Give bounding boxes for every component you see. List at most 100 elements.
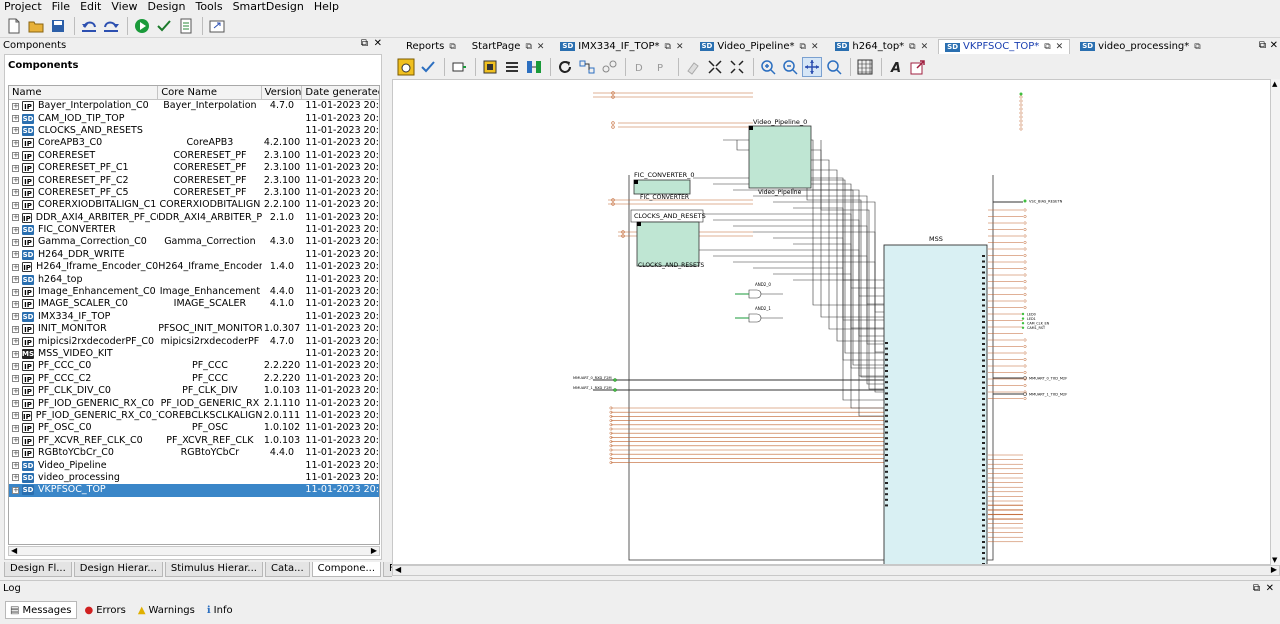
float-tab-icon[interactable]: ⧉ <box>799 41 806 52</box>
close-panel-icon[interactable]: ✕ <box>1265 583 1274 594</box>
pin-d-button[interactable]: D <box>630 57 650 77</box>
expand-icon[interactable]: + <box>12 448 19 457</box>
menu-file[interactable]: File <box>51 0 71 13</box>
expand-icon[interactable]: + <box>12 485 19 494</box>
expand-icon[interactable]: + <box>12 126 19 135</box>
open-folder-button[interactable] <box>26 16 46 36</box>
pin-p-button[interactable]: P <box>652 57 672 77</box>
undo-button[interactable] <box>79 16 99 36</box>
zoom-area-button[interactable] <box>824 57 844 77</box>
float-tab-icon[interactable]: ⧉ <box>909 41 916 52</box>
expand-icon[interactable]: + <box>12 473 19 482</box>
expand-icon[interactable]: + <box>12 250 19 259</box>
column-header-name[interactable]: Name <box>9 86 159 99</box>
expand-icon[interactable]: + <box>12 101 19 110</box>
float-tab-icon[interactable]: ⧉ <box>1044 42 1051 52</box>
panel-tab[interactable]: Design Fl... <box>4 562 72 577</box>
run-button[interactable] <box>132 16 152 36</box>
check-design-button[interactable] <box>418 57 438 77</box>
new-file-button[interactable] <box>4 16 24 36</box>
scroll-right-icon[interactable]: ▶ <box>1270 565 1277 574</box>
expand-icon[interactable]: + <box>12 188 19 197</box>
expand-icon[interactable]: + <box>12 461 19 470</box>
scroll-left-icon[interactable]: ◀ <box>11 546 18 555</box>
float-tab-icon[interactable]: ⧉ <box>525 41 532 52</box>
check-button[interactable] <box>154 16 174 36</box>
expand-icon[interactable]: + <box>12 287 19 296</box>
menu-project[interactable]: Project <box>4 0 42 13</box>
report-button[interactable] <box>176 16 196 36</box>
refresh-button[interactable] <box>555 57 575 77</box>
expand-icon[interactable]: + <box>12 349 19 358</box>
expand-icon[interactable]: + <box>12 176 19 185</box>
expand-icon[interactable]: + <box>12 386 19 395</box>
split-button[interactable] <box>524 57 544 77</box>
expand-icon[interactable]: + <box>12 138 19 147</box>
expand-icon[interactable]: + <box>12 151 19 160</box>
close-panel-icon[interactable]: ✕ <box>373 38 382 49</box>
collapse-button[interactable] <box>727 57 747 77</box>
vertical-scrollbar[interactable]: ▲ ▼ <box>1270 79 1280 565</box>
close-tab-icon[interactable]: ✕ <box>536 41 545 52</box>
horizontal-scrollbar[interactable]: ◀ ▶ <box>392 565 1280 576</box>
document-tab[interactable]: Reports⧉ <box>400 39 462 54</box>
menu-help[interactable]: Help <box>313 0 339 13</box>
expand-button[interactable] <box>705 57 725 77</box>
window-button[interactable] <box>207 16 227 36</box>
scroll-right-icon[interactable]: ▶ <box>370 546 377 555</box>
menu-design[interactable]: Design <box>147 0 186 13</box>
float-panel-icon[interactable]: ⧉ <box>360 38 368 49</box>
close-panel-icon[interactable]: ✕ <box>1269 40 1278 51</box>
connect-button[interactable] <box>577 57 597 77</box>
float-panel-icon[interactable]: ⧉ <box>1252 583 1260 594</box>
expand-icon[interactable]: + <box>12 423 19 432</box>
scroll-down-icon[interactable]: ▼ <box>1272 556 1278 564</box>
expand-icon[interactable]: + <box>12 374 19 383</box>
log-tab[interactable]: ▤Messages <box>5 601 77 619</box>
horizontal-scrollbar[interactable]: ◀ ▶ <box>8 546 380 556</box>
close-tab-icon[interactable]: ✕ <box>920 41 929 52</box>
expand-icon[interactable]: + <box>12 262 19 271</box>
expand-icon[interactable]: + <box>12 114 19 123</box>
menu-smartdesign[interactable]: SmartDesign <box>232 0 304 13</box>
add-port-button[interactable] <box>449 57 469 77</box>
redo-button[interactable] <box>101 16 121 36</box>
close-tab-icon[interactable]: ✕ <box>810 41 819 52</box>
expand-icon[interactable]: + <box>12 275 19 284</box>
column-header-version[interactable]: Version <box>262 86 303 99</box>
grid-button[interactable] <box>855 57 875 77</box>
log-tab[interactable]: ●Errors <box>81 601 130 619</box>
expand-icon[interactable]: + <box>12 213 19 222</box>
zoom-fit-button[interactable] <box>802 57 822 77</box>
expand-icon[interactable]: + <box>12 436 19 445</box>
eraser-button[interactable] <box>683 57 703 77</box>
float-panel-icon[interactable]: ⧉ <box>1258 40 1266 51</box>
